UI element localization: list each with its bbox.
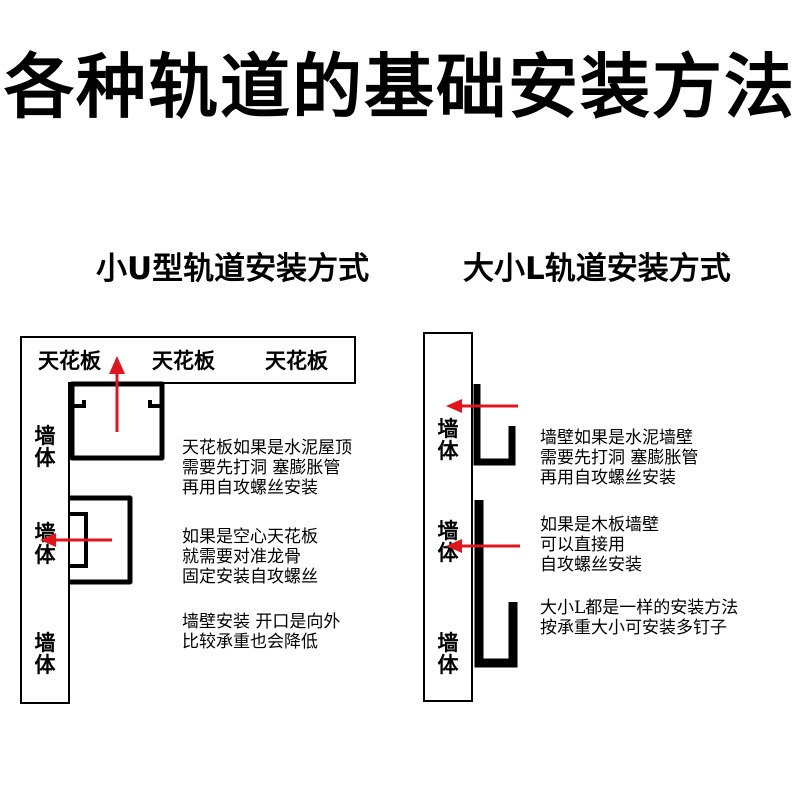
right-subtitle: 大小L轨道安装方式 <box>463 251 731 287</box>
ceiling-label-1: 天花板 <box>38 349 101 373</box>
ceiling-label-2: 天花板 <box>152 349 215 373</box>
right-wall <box>423 332 473 702</box>
left-note-2: 如果是空心天花板就需要对准龙骨固定安装自攻螺丝 <box>182 527 318 587</box>
left-wall-label-3: 墙体 <box>34 631 56 677</box>
corner-mask <box>22 380 68 386</box>
left-note-1: 天花板如果是水泥屋顶需要先打洞 塞膨胀管再用自攻螺丝安装 <box>182 438 352 498</box>
right-wall-label-3: 墙体 <box>437 631 459 677</box>
left-wall-label-1: 墙体 <box>34 424 56 470</box>
page-title: 各种轨道的基础安装方法 <box>4 46 796 128</box>
left-wall <box>20 382 70 704</box>
left-note-3: 墙壁安装 开口是向外比较承重也会降低 <box>182 612 341 652</box>
left-subtitle: 小U型轨道安装方式 <box>96 251 370 287</box>
ceiling-label-3: 天花板 <box>265 349 328 373</box>
right-note-1: 墙壁如果是水泥墙壁需要先打洞 塞膨胀管再用自攻螺丝安装 <box>540 428 699 488</box>
right-note-3: 大小L都是一样的安装方法按承重大小可安装多钉子 <box>540 598 739 638</box>
right-note-2: 如果是木板墙壁可以直接用自攻螺丝安装 <box>540 515 659 575</box>
right-wall-label-1: 墙体 <box>437 417 459 463</box>
ceiling-board <box>20 336 356 384</box>
